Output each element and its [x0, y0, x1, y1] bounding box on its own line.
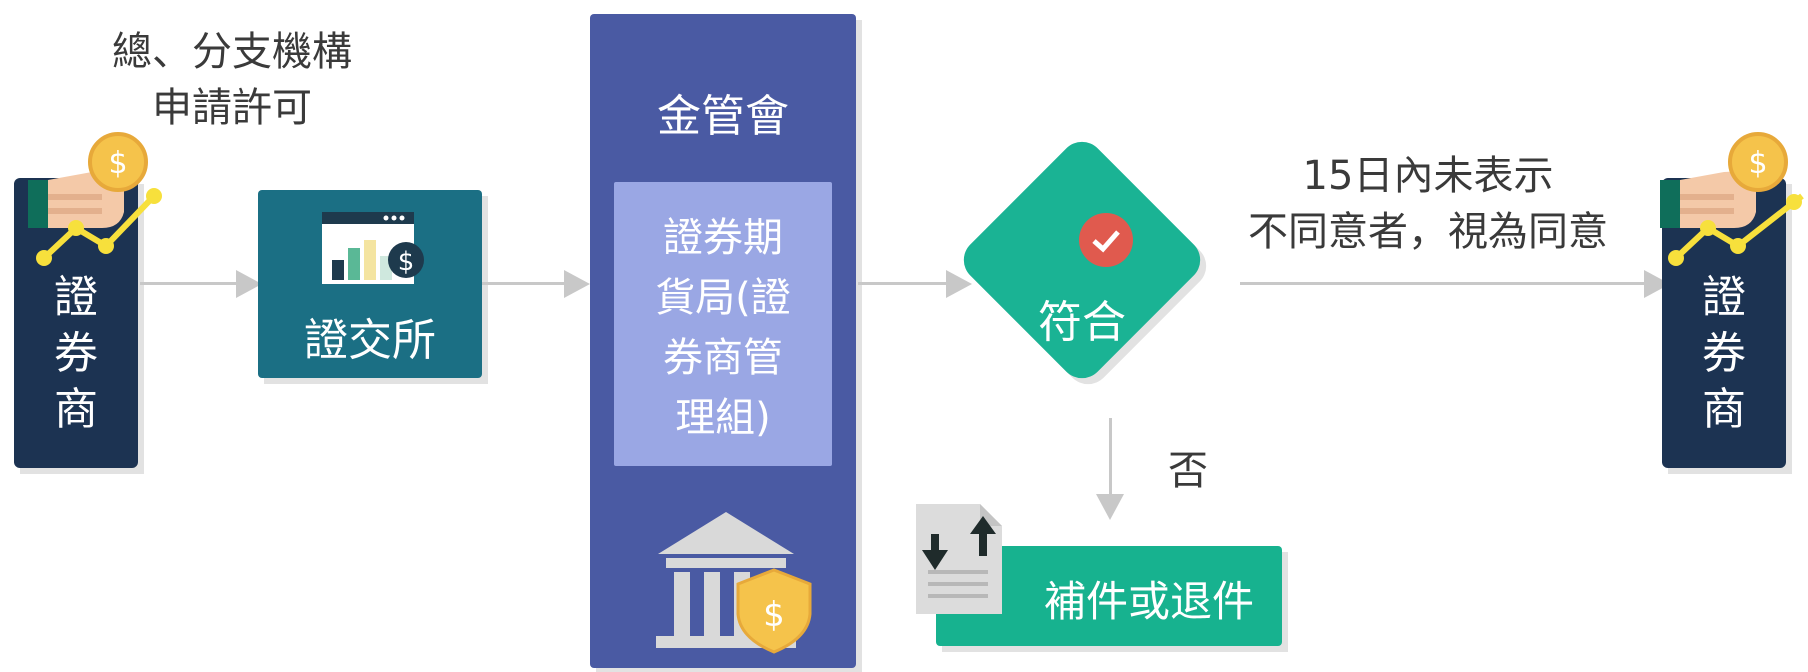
fsc-column: 金管會 證券期 貨局(證 券商管 理組) $: [590, 14, 856, 668]
svg-text:$: $: [763, 595, 785, 635]
arrow-broker-to-exchange: [140, 282, 240, 285]
broker-left-label: 證 券 商: [54, 272, 98, 435]
svg-text:$: $: [108, 146, 127, 181]
money-hand-chart-icon: $: [28, 132, 162, 266]
arrow-exchange-to-fsc: [482, 282, 568, 285]
svg-text:$: $: [398, 247, 415, 277]
reject-action-label: 補件或退件: [1043, 577, 1254, 626]
money-hand-chart-icon-right: $: [1660, 132, 1804, 266]
arrow-decision-to-broker: [1240, 282, 1648, 285]
broker-right-label: 證 券 商: [1702, 272, 1746, 435]
approval-caption-line2: 不同意者，視為同意: [1248, 209, 1608, 255]
arrow-decision-to-reject: [1109, 418, 1112, 496]
check-circle-icon: [1079, 213, 1133, 267]
dashboard-dollar-icon: $: [322, 212, 424, 284]
application-caption-line2: 申請許可: [152, 85, 312, 131]
approval-caption-line1: 15日內未表示: [1302, 153, 1554, 199]
securities-futures-bureau-box: 證券期 貨局(證 券商管 理組): [614, 182, 832, 466]
application-caption-line1: 總、分支機構: [112, 29, 352, 75]
exchange-label: 證交所: [304, 315, 436, 366]
document-transfer-icon: [916, 504, 1002, 614]
no-label: 否: [1168, 448, 1208, 494]
bureau-label: 證券期 貨局(證 券商管 理組): [655, 215, 791, 441]
arrow-fsc-to-decision: [858, 282, 952, 285]
svg-text:$: $: [1748, 146, 1767, 181]
approval-caption: 15日內未表示 不同意者，視為同意: [1218, 148, 1638, 260]
application-caption: 總、分支機構 申請許可: [82, 24, 382, 136]
fsc-title: 金管會: [657, 91, 789, 142]
bank-shield-icon: $: [656, 512, 812, 654]
exchange-node: $ 證交所: [258, 190, 482, 378]
decision-label: 符合: [1038, 297, 1126, 348]
